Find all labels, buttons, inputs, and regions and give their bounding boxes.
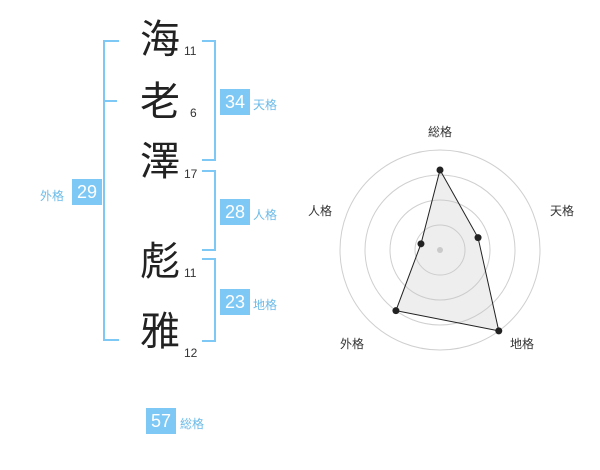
radar-point-5 xyxy=(417,240,425,248)
chikaku-bracket xyxy=(202,258,216,342)
radar-point-2 xyxy=(474,234,482,242)
jinkaku-badge: 28 xyxy=(220,199,250,225)
radar-chart xyxy=(339,149,541,351)
stroke-count-5: 12 xyxy=(184,346,198,360)
radar-ring-4 xyxy=(339,149,541,351)
radar-point-3 xyxy=(495,327,503,335)
name-char-2: 老 xyxy=(140,79,180,125)
gaikaku-bracket xyxy=(103,40,119,341)
gaikaku-badge: 29 xyxy=(72,179,102,205)
jinkaku-label: 人格 xyxy=(253,208,278,222)
name-char-1: 海 xyxy=(140,17,180,63)
gaikaku-label: 外格 xyxy=(40,189,65,203)
radar-center xyxy=(437,247,443,253)
stroke-count-2: 6 xyxy=(190,106,197,120)
stroke-count-4: 11 xyxy=(184,266,197,280)
soukaku-badge: 57 xyxy=(146,408,176,434)
radar-ring-1 xyxy=(414,224,466,276)
chikaku-badge: 23 xyxy=(220,289,250,315)
name-char-5: 雅 xyxy=(140,309,180,355)
radar-axis-label-chikaku: 地格 xyxy=(510,337,535,351)
radar-axis-label-soukaku: 総格 xyxy=(428,125,453,139)
radar-axis-label-jinkaku: 人格 xyxy=(308,204,333,218)
soukaku-label: 総格 xyxy=(180,417,205,431)
radar-axis-label-gaikaku: 外格 xyxy=(340,337,365,351)
tenkaku-label: 天格 xyxy=(253,98,278,112)
name-char-4: 彪 xyxy=(140,239,180,285)
radar-ring-2 xyxy=(389,199,491,301)
stroke-count-1: 11 xyxy=(184,44,197,58)
radar-point-4 xyxy=(392,307,400,315)
name-char-3: 澤 xyxy=(140,139,180,185)
jinkaku-bracket xyxy=(202,170,216,251)
radar-axis-label-tenkaku: 天格 xyxy=(550,204,575,218)
radar-ring-3 xyxy=(364,174,516,326)
gaikaku-bracket-tick xyxy=(103,100,117,102)
chikaku-label: 地格 xyxy=(253,298,278,312)
tenkaku-badge: 34 xyxy=(220,89,250,115)
tenkaku-bracket xyxy=(202,40,216,161)
radar-series-polygon xyxy=(395,168,500,332)
radar-point-1 xyxy=(436,166,444,174)
stroke-count-3: 17 xyxy=(184,167,198,181)
